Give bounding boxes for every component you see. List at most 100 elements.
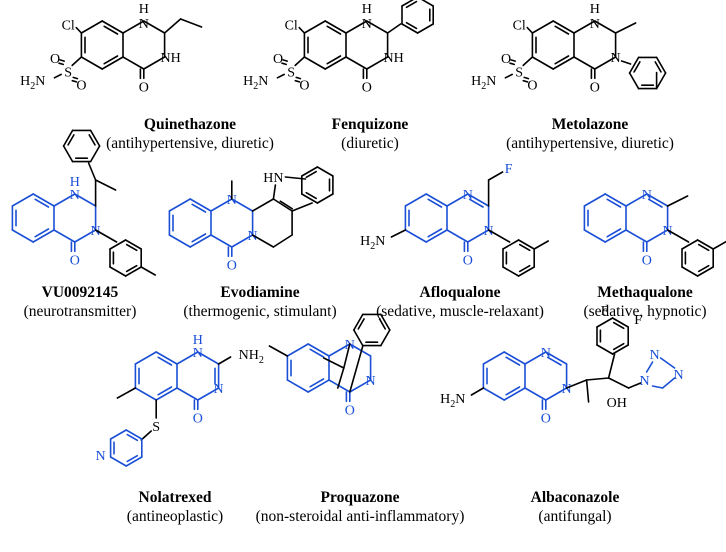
bond <box>627 382 642 389</box>
compound-description: (diuretic) <box>341 135 399 152</box>
aromatic-bond <box>103 25 119 35</box>
bond <box>522 56 534 67</box>
oxygen-label: O <box>139 80 149 95</box>
fluorine-label: F <box>505 162 513 177</box>
nitrogen-label: N <box>214 382 224 397</box>
aromatic-bond <box>34 228 50 238</box>
ring-bond <box>425 229 448 243</box>
oxygen-label: O <box>642 253 652 268</box>
double-bond-second <box>510 59 517 62</box>
bond <box>365 20 389 34</box>
aromatic-bond <box>191 203 207 213</box>
aromatic-bond <box>157 386 173 396</box>
bond-inner <box>546 356 562 366</box>
ring-bond <box>155 351 178 365</box>
compound-description: (antihypertensive, diuretic) <box>506 135 674 152</box>
nitrogen-label: N <box>663 224 673 239</box>
double-bond <box>295 76 302 80</box>
ring-bond <box>681 239 699 250</box>
hydroxyl-label: OH <box>607 396 627 411</box>
compound-name: Evodiamine <box>220 284 300 301</box>
phenyl-bond <box>386 23 402 34</box>
double-bond <box>523 76 530 80</box>
methyl-bond <box>116 387 137 399</box>
ring-bond <box>379 313 391 331</box>
ring-bond <box>11 229 35 243</box>
molecule-methaqualone: NNO <box>583 188 726 277</box>
bond <box>661 377 676 389</box>
aromatic-bond <box>697 243 710 252</box>
bond <box>651 385 664 389</box>
bond <box>659 357 676 369</box>
bond <box>466 193 490 207</box>
bond <box>446 229 469 243</box>
phenyl-bond <box>87 162 97 181</box>
oxygen-label: O <box>463 253 473 268</box>
nitrogen-label: N <box>463 188 473 203</box>
ring-bond <box>134 387 157 401</box>
aromatic-bond <box>554 55 570 65</box>
bond <box>276 73 286 79</box>
ring-bond <box>32 193 55 207</box>
fluorine-label: F <box>601 304 609 319</box>
nitrogen-label: N <box>562 382 572 397</box>
aromatic-bond <box>405 21 418 30</box>
compound-description: (sedative, hypnotic) <box>583 303 707 320</box>
bond <box>53 193 76 207</box>
aromatic-bond <box>697 264 710 273</box>
bond <box>231 198 254 212</box>
aromatic-bond <box>606 228 622 238</box>
ring-bond <box>583 229 607 243</box>
compound-name: Quinethazone <box>143 116 237 133</box>
ring-bond <box>155 387 178 401</box>
methyl-bond <box>712 240 726 250</box>
ring-bond <box>62 129 74 147</box>
ring-bond <box>125 429 143 440</box>
fluorine-label: F <box>634 313 642 328</box>
bond-inner <box>468 198 484 208</box>
bond <box>365 56 389 70</box>
ring-bond <box>109 456 127 467</box>
ring-bond <box>482 387 506 401</box>
ring-bond <box>80 56 103 70</box>
ring-bond <box>596 317 614 328</box>
nh-label: NH <box>383 51 403 66</box>
oxygen-label: O <box>590 80 600 95</box>
ring-bond <box>101 20 124 34</box>
ring-bond <box>189 198 212 212</box>
bond <box>143 20 166 34</box>
ring-bond <box>62 145 74 163</box>
ring-bond <box>352 313 364 331</box>
aromatic-bond <box>34 198 50 208</box>
ring-bond <box>352 329 364 347</box>
ring-bond <box>628 72 640 90</box>
ring-bond <box>611 344 630 355</box>
bond <box>217 356 232 365</box>
bond <box>565 379 588 389</box>
bond-inner <box>647 198 663 208</box>
compound-name: Albaconazole <box>530 489 620 506</box>
bond <box>122 56 145 70</box>
isopropyl-bond <box>322 357 345 369</box>
aromatic-bond <box>305 191 318 200</box>
oxygen-label: O <box>70 253 80 268</box>
amine-label: H2N <box>20 74 45 92</box>
amine-label: H2N <box>243 74 268 92</box>
ring-bond <box>379 329 391 347</box>
sulfur-label: S <box>64 65 72 80</box>
bond <box>348 379 372 393</box>
ring-bond <box>681 266 699 277</box>
ring-bond <box>324 20 347 34</box>
aromatic-bond <box>378 318 387 330</box>
aromatic-bond <box>633 61 641 73</box>
aromatic-bond <box>309 348 325 358</box>
ring-bond <box>89 145 101 163</box>
caption-nolatrexed: Nolatrexed (antineoplastic) <box>110 488 240 526</box>
ring-bond <box>189 234 212 248</box>
compound-name: Metolazone <box>551 116 629 133</box>
compound-description: (antifungal) <box>538 508 612 525</box>
bond <box>593 56 617 70</box>
bond <box>524 387 547 401</box>
bond <box>176 351 199 365</box>
